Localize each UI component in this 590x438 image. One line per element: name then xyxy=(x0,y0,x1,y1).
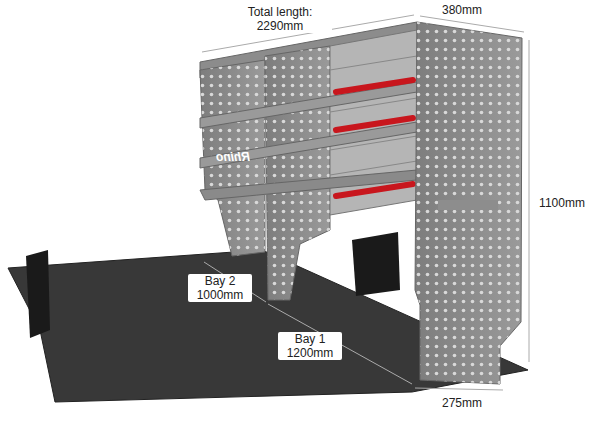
middle-divider xyxy=(265,46,330,300)
dimension-label: 380mm xyxy=(430,3,494,17)
brand-logo: Rhino xyxy=(208,150,258,164)
panel-logo-plate xyxy=(438,200,498,210)
shelf xyxy=(200,122,417,168)
drawer-fronts xyxy=(330,56,417,175)
bay-dimension-label: Bay 2 1000mm xyxy=(188,274,252,302)
dimension-label: Total length: 2290mm xyxy=(228,5,332,33)
shelf xyxy=(200,170,417,200)
dimension-label: 1100mm xyxy=(533,196,590,210)
bay-dimension-label: Bay 1 1200mm xyxy=(278,332,342,360)
front-end-panel xyxy=(415,22,522,384)
wheel-arch-block xyxy=(352,232,400,296)
dimension-lines xyxy=(202,15,529,390)
panel-holes xyxy=(265,46,330,300)
panel-holes xyxy=(415,22,522,384)
drawer-handles xyxy=(336,80,413,196)
wheel-arch-panel xyxy=(26,250,50,338)
dimension-label: 275mm xyxy=(430,396,494,410)
